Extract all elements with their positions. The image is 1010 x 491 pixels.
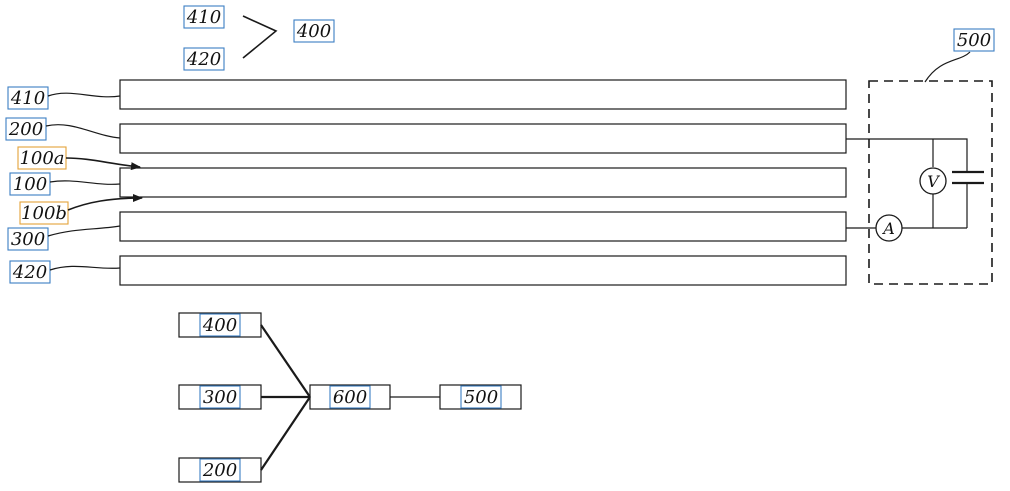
legend-400-box bbox=[293, 19, 335, 43]
legend-410-label: 410 bbox=[186, 7, 221, 28]
leader-100 bbox=[49, 180, 121, 185]
ref-200-box bbox=[5, 117, 47, 141]
ref-100a-label: 100a bbox=[19, 148, 64, 169]
block-500-label-box bbox=[460, 385, 502, 409]
voltmeter-label: V bbox=[927, 172, 940, 191]
block-diagram: 400 300 200 600 500 bbox=[178, 312, 522, 483]
legend-400-label: 400 bbox=[296, 21, 331, 42]
ref-100-box bbox=[9, 172, 51, 196]
ref-420-label: 420 bbox=[12, 262, 47, 283]
legend-420-label: 420 bbox=[186, 49, 221, 70]
block-500-label: 500 bbox=[464, 387, 498, 408]
block-300-label-box bbox=[199, 385, 241, 409]
block-600 bbox=[309, 384, 391, 410]
legend-bracket bbox=[242, 15, 278, 59]
layer-420 bbox=[119, 255, 847, 286]
ref-300-box bbox=[7, 227, 49, 251]
left-labels: 410 200 100a 100 100b 300 420 bbox=[5, 86, 143, 284]
ref-100b-label: 100b bbox=[21, 203, 67, 224]
layer-stack bbox=[119, 79, 847, 286]
layer-410 bbox=[119, 79, 847, 110]
wire-top bbox=[846, 138, 968, 172]
arrow-100b bbox=[67, 194, 143, 211]
block-200-label: 200 bbox=[202, 460, 237, 481]
legend-410-box bbox=[183, 5, 225, 29]
legend-420-box bbox=[183, 47, 225, 71]
ref-420-box bbox=[9, 260, 51, 284]
block-400 bbox=[178, 312, 262, 338]
connector-400-600 bbox=[260, 324, 311, 398]
ref-500-label: 500 bbox=[957, 30, 991, 51]
connector-200-600 bbox=[260, 396, 311, 471]
block-300-label: 300 bbox=[203, 387, 237, 408]
leader-500 bbox=[924, 51, 971, 83]
measurement-circuit: 500 V A bbox=[846, 28, 995, 285]
block-200 bbox=[178, 457, 262, 483]
legend-group: 410 420 400 bbox=[183, 5, 335, 71]
arrow-100a bbox=[65, 157, 141, 171]
leader-420 bbox=[49, 265, 121, 271]
layer-200 bbox=[119, 123, 847, 154]
leader-410 bbox=[47, 92, 121, 98]
ref-100-label: 100 bbox=[13, 174, 47, 195]
block-600-label-box bbox=[329, 385, 371, 409]
ref-300-label: 300 bbox=[11, 229, 45, 250]
block-300 bbox=[178, 384, 262, 410]
leader-200 bbox=[45, 124, 121, 139]
ref-200-label: 200 bbox=[8, 119, 43, 140]
ref-410-label: 410 bbox=[10, 88, 45, 109]
block-200-label-box bbox=[199, 458, 241, 482]
layer-100 bbox=[119, 167, 847, 198]
block-600-label: 600 bbox=[333, 387, 367, 408]
block-400-label: 400 bbox=[202, 315, 237, 336]
ref-500-box bbox=[953, 28, 995, 52]
layer-300 bbox=[119, 211, 847, 242]
block-400-label-box bbox=[199, 313, 241, 337]
ref-100b-box bbox=[19, 201, 69, 225]
circuit-dashed-box bbox=[868, 80, 993, 285]
ammeter-label: A bbox=[881, 219, 895, 238]
leader-300 bbox=[47, 225, 121, 237]
ref-410-box bbox=[7, 86, 49, 110]
